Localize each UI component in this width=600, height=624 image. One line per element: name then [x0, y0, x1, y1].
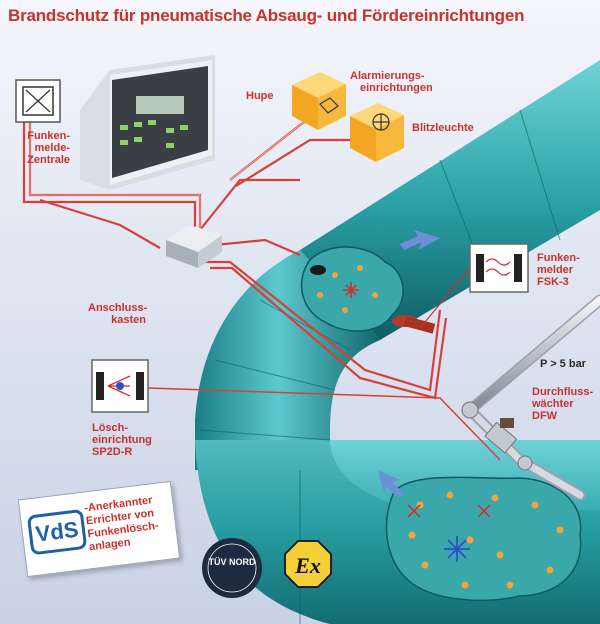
page-title: Brandschutz für pneumatische Absaug- und…	[8, 6, 525, 25]
flow-arrow-lower	[378, 470, 404, 498]
sparks-upper	[317, 265, 378, 313]
spark-detector-device	[392, 267, 471, 334]
spark-detector-icon	[469, 243, 529, 293]
label-anschluss: Anschluss- kasten	[88, 302, 148, 326]
control-panel	[80, 55, 215, 190]
link-line	[147, 387, 501, 461]
vds-text: -Anerkannter Errichter von Funkenlösch- …	[83, 494, 160, 554]
extinguisher-icon	[91, 359, 149, 413]
burst-upper	[343, 282, 359, 298]
zentrale-schematic-icon	[15, 79, 61, 123]
burst-lower-red	[407, 504, 491, 518]
label-alarm: Alarmierungs- einrichtungen	[350, 70, 433, 94]
sparks-lower	[408, 491, 564, 589]
label-durchfluss: Durchfluss- wächter DFW	[532, 386, 594, 422]
intake-port	[310, 265, 326, 275]
pipe-seams	[199, 109, 561, 624]
label-pressure: P > 5 bar	[540, 358, 586, 370]
spark-window-lower	[385, 476, 582, 601]
horn-box	[292, 72, 346, 130]
supply-pipe	[461, 294, 600, 501]
burst-lower	[444, 536, 470, 562]
vds-logo: VdS	[26, 508, 88, 556]
ex-text: Ex	[294, 553, 321, 578]
strobe-box	[350, 103, 404, 162]
label-loesch: Lösch- einrichtung SP2D-R	[92, 422, 152, 458]
junction-box	[166, 225, 222, 268]
label-zentrale: Funken- melde- Zentrale	[27, 130, 70, 166]
tuv-seal-text: TÜV NORD	[209, 557, 257, 567]
label-blitz: Blitzleuchte	[412, 122, 474, 134]
ex-icon: Ex	[284, 540, 332, 588]
label-hupe: Hupe	[246, 90, 274, 102]
tuv-nord-seal: TÜV NORD	[202, 538, 262, 598]
flow-arrow-upper	[400, 230, 440, 250]
label-melder: Funken- melder FSK-3	[537, 252, 580, 288]
